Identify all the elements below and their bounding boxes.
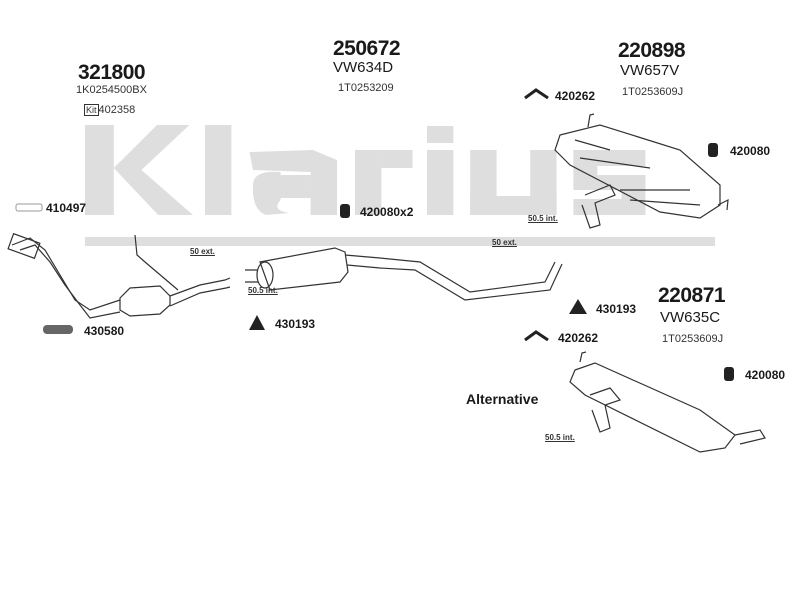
catalyst-drawing: [119, 285, 171, 317]
dimension-label: 50.5 int.: [528, 214, 558, 223]
gasket-icon-430580: [43, 325, 73, 334]
front-pipe-drawing: [11, 237, 121, 311]
klarius-watermark-logo: [85, 125, 715, 246]
accessory-420080: 420080: [730, 144, 771, 158]
dimension-label: 50.5 int.: [545, 433, 575, 442]
bracket-icon-420262-alt: [524, 330, 549, 342]
dimension-label: 50 ext.: [492, 238, 517, 247]
exhaust-parts-drawing: [7, 113, 766, 453]
oe-number: 1K0254500BX: [76, 84, 147, 96]
kit-badge: Kit: [84, 104, 99, 116]
dimension-label: 50 ext.: [190, 247, 215, 256]
ref-code: VW635C: [660, 309, 721, 326]
accessory-410497: 410497: [46, 201, 87, 215]
accessory-420262: 420262: [555, 89, 596, 103]
part-number-220871: 220871: [658, 284, 726, 307]
accessory-icons: [15, 88, 734, 381]
kit-number: 402358: [98, 104, 136, 116]
oe-number: 1T0253609J: [622, 86, 684, 98]
accessory-420080x2: 420080x2: [360, 205, 414, 219]
rubber-mount-icon-430193-mid: [249, 315, 265, 330]
rear-silencer-drawing: [554, 124, 721, 219]
part-number-220898: 220898: [618, 39, 686, 62]
accessory-430580: 430580: [84, 324, 125, 338]
dimension-label: 50.5 int.: [248, 286, 278, 295]
accessory-430193: 430193: [596, 302, 637, 316]
accessory-420080: 420080: [745, 368, 786, 382]
accessory-430193: 430193: [275, 317, 316, 331]
hanger-icon-420080x2: [340, 204, 350, 218]
ref-code: VW634D: [333, 59, 394, 76]
oe-number: 1T0253209: [338, 82, 394, 94]
clamp-icon-410497: [15, 203, 43, 212]
ref-code: VW657V: [620, 62, 680, 79]
hanger-icon-420080-top: [708, 143, 718, 157]
accessory-420262: 420262: [558, 331, 599, 345]
alt-rear-silencer-drawing: [569, 362, 736, 453]
middle-silencer-drawing: [259, 247, 349, 291]
part-number-250672: 250672: [333, 37, 401, 60]
alternative-label: Alternative: [466, 391, 539, 407]
bracket-icon-420262-top: [524, 88, 549, 100]
oe-number: 1T0253609J: [662, 333, 724, 345]
part-number-321800: 321800: [78, 61, 146, 84]
rubber-mount-icon-430193-right: [569, 299, 587, 314]
hanger-icon-420080-alt: [724, 367, 734, 381]
